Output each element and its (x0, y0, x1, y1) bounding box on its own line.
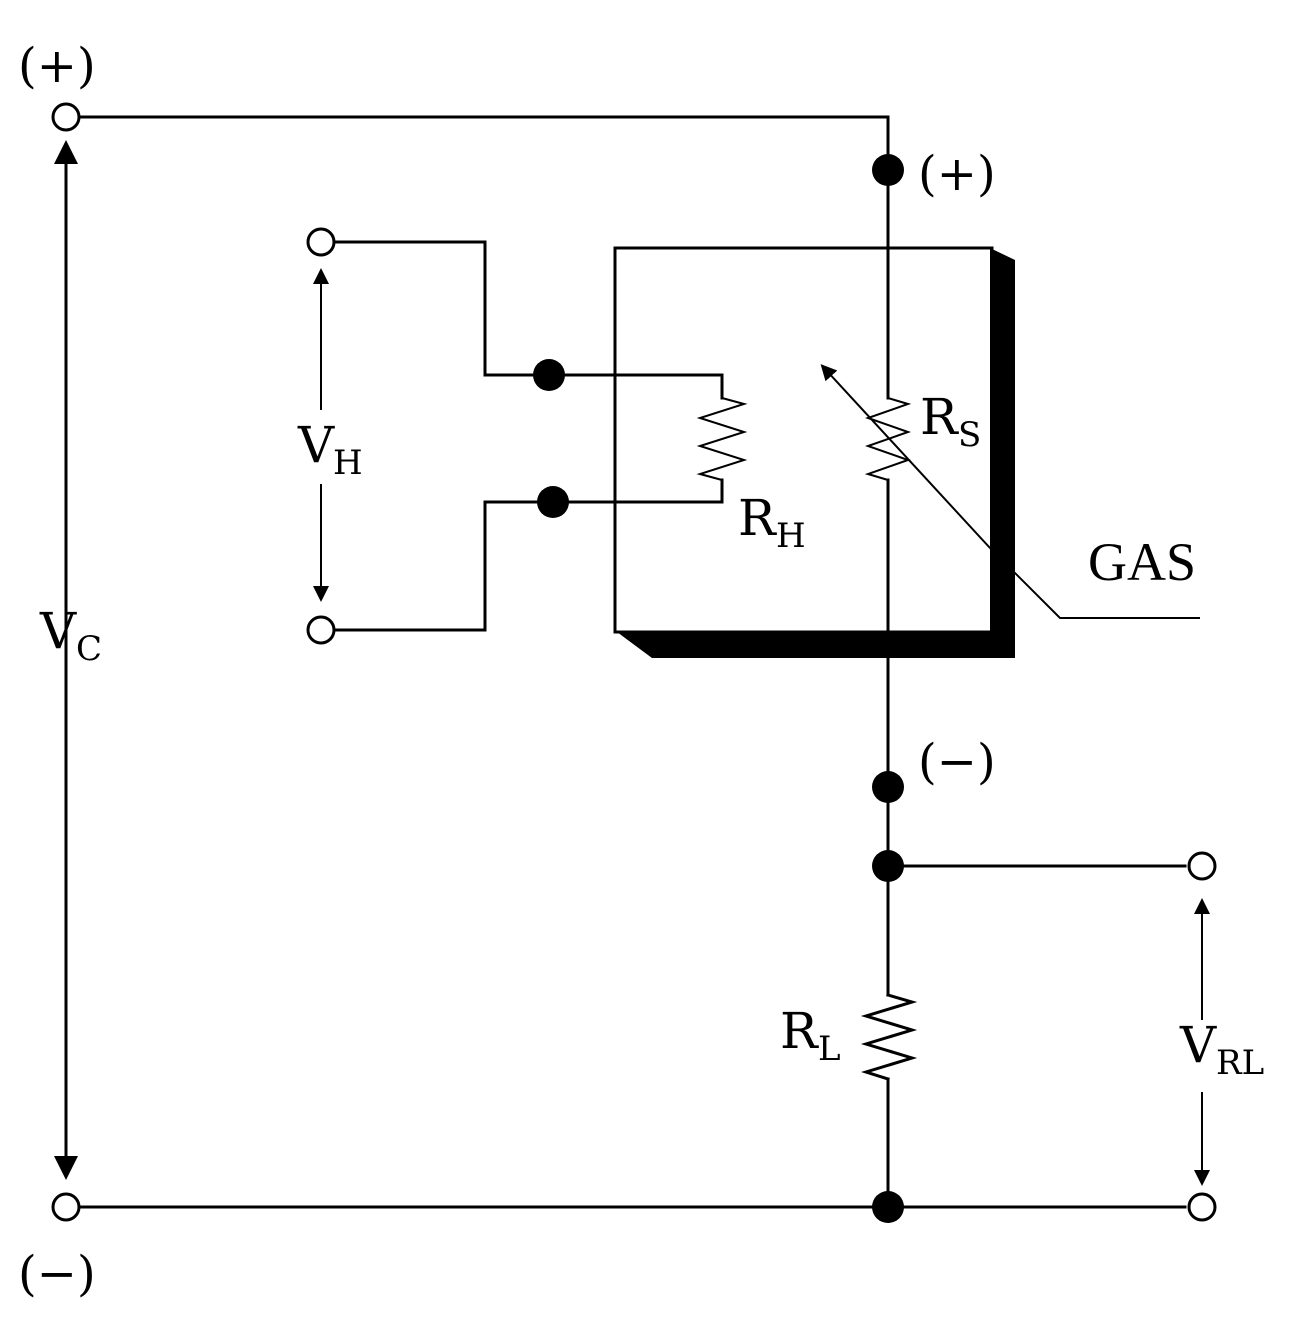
rs-label: R (920, 388, 959, 446)
vc-label: V (39, 602, 77, 660)
rh-resistor (696, 397, 748, 481)
heater-top-terminal (306, 227, 336, 257)
ground-junction-node (872, 1191, 904, 1223)
sensor-housing-shadow (617, 248, 1015, 658)
vrl-subscript: RL (1216, 1043, 1264, 1083)
rl-subscript: L (818, 1029, 841, 1069)
sensor-plus-node (872, 154, 904, 186)
supply-minus-label: (−) (18, 1246, 96, 1302)
sensor-plus-label: (+) (918, 146, 996, 202)
rs-resistor (864, 397, 912, 481)
gas-leader-line (989, 547, 1200, 619)
vc-subscript: C (76, 629, 102, 669)
sensor-minus-label: (−) (918, 734, 996, 790)
heater-bottom-terminal (306, 615, 336, 645)
rl-resistor (860, 993, 918, 1081)
top-supply-wire (78, 115, 890, 400)
output-top-terminal (1187, 851, 1217, 881)
rs-subscript: S (958, 415, 981, 455)
rh-label: R (738, 489, 777, 547)
sensor-housing-outline (613, 246, 994, 634)
supply-plus-label: (+) (18, 38, 96, 94)
sensor-minus-node (872, 771, 904, 803)
heater-top-node (533, 359, 565, 391)
supply-minus-terminal (51, 1192, 81, 1222)
supply-plus-terminal (51, 102, 81, 132)
heater-bottom-node (537, 486, 569, 518)
heater-bottom-wire (334, 478, 724, 632)
heater-top-wire (334, 240, 724, 400)
gas-variable-arrow (820, 364, 991, 549)
vh-label: V (297, 416, 335, 474)
sensor-housing (613, 246, 1015, 658)
vrl-label: V (1179, 1016, 1217, 1074)
gas-label: GAS (1088, 532, 1196, 592)
output-junction-node (872, 850, 904, 882)
output-bottom-terminal (1187, 1192, 1217, 1222)
vh-subscript: H (333, 443, 363, 483)
rh-subscript: H (776, 516, 806, 556)
rl-label: R (780, 1002, 819, 1060)
